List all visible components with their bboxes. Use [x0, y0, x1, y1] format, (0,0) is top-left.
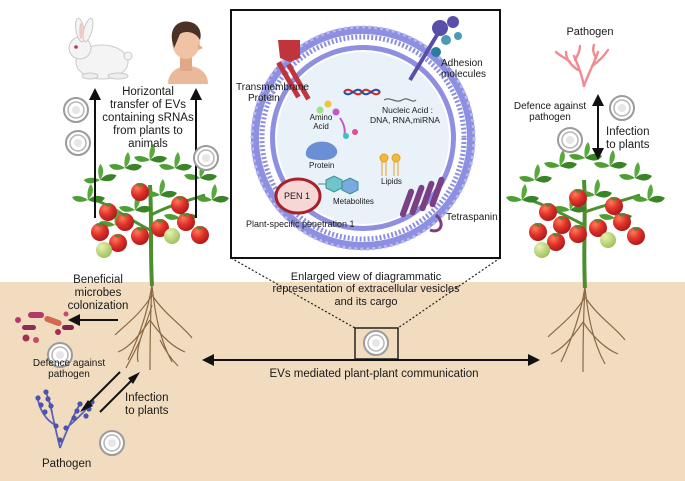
label-line: DNA, RNA,miRNA: [370, 114, 440, 125]
rabbit-illustration: [68, 17, 133, 80]
label-line: molecules: [441, 69, 487, 81]
label-pathogen-left: Pathogen: [42, 458, 92, 470]
label-defence-left: Defence against pathogen: [26, 358, 112, 380]
label-line: Nucleic Acid :: [382, 105, 434, 115]
pathogen-left-spores: [35, 389, 95, 443]
label-line: animals: [128, 137, 168, 150]
rna-strand: [383, 98, 417, 102]
label-enlarged-view: Enlarged view of diagrammatic representa…: [266, 271, 466, 308]
label-metabolites: Metabolites: [333, 197, 374, 206]
ev-small: [65, 130, 91, 156]
label-line: Beneficial: [73, 274, 123, 286]
label-line: Horizontal: [122, 86, 174, 98]
pen1-icon: [274, 177, 322, 215]
label-line: Amino: [309, 113, 333, 122]
label-line: Adhesion: [441, 58, 483, 69]
lipids-icon: [379, 153, 401, 176]
right-tomato-plant: [506, 142, 665, 373]
label-line: Infection: [606, 126, 650, 138]
arrow-to-microbes: [68, 314, 118, 326]
label-line: and its cargo: [334, 295, 398, 308]
label-infection-right: Infection to plants: [606, 126, 649, 152]
label-line: colonization: [67, 299, 129, 312]
tetraspanin: [399, 176, 445, 233]
label-line: Defence against: [513, 101, 587, 112]
label-line: microbes: [74, 286, 122, 299]
label-line: from plants to: [113, 124, 183, 137]
ev-small: [609, 95, 635, 121]
label-defence-right: Defence against pathogen: [506, 101, 594, 123]
label-infection-left: Infection to plants: [125, 392, 168, 418]
label-beneficial: Beneficial microbes colonization: [50, 274, 146, 313]
label-tetraspanin: Tetraspanin: [446, 212, 498, 223]
transmembrane-protein: [276, 40, 311, 101]
label-protein: Protein: [309, 161, 335, 170]
dna-icon: [343, 88, 381, 96]
pathogen-right-illustration: [554, 43, 610, 88]
label-plant-specific: Plant-specific penetration 1: [246, 219, 355, 229]
label-adhesion: Adhesion molecules: [441, 58, 486, 80]
human-illustration: [168, 21, 208, 84]
label-line: to plants: [125, 404, 169, 417]
ev-soil: [363, 330, 389, 356]
adhesion-molecule: [408, 16, 462, 82]
label-transmembrane: Transmembrane Protein: [236, 82, 309, 104]
ev-small: [63, 97, 89, 123]
amino-acid-icon: [316, 100, 358, 139]
ev-small: [557, 127, 583, 153]
label-line: Protein: [248, 93, 280, 105]
label-communication: EVs mediated plant-plant communication: [269, 368, 479, 380]
ev-small: [99, 430, 125, 456]
arrows-right-pathogen: [592, 94, 604, 160]
label-pathogen-right: Pathogen: [566, 26, 614, 38]
label-line: Infection: [125, 392, 169, 404]
label-line: Acid: [313, 121, 329, 131]
communication-arrow: [202, 354, 540, 366]
label-line: representation of extracellular vesicles: [272, 283, 460, 296]
label-line: pathogen: [529, 112, 571, 124]
label-line: containing sRNAs: [102, 111, 194, 124]
label-horizontal-transfer: Horizontal transfer of EVs containing sR…: [98, 86, 198, 150]
protein-icon: [305, 141, 338, 160]
label-lipids: Lipids: [381, 177, 402, 186]
label-line: Enlarged view of diagrammatic: [290, 271, 442, 283]
label-amino: Amino Acid: [306, 113, 336, 132]
label-nucleic: Nucleic Acid : DNA, RNA,miRNA: [370, 105, 440, 125]
label-line: to plants: [606, 138, 650, 151]
ev-zoom-connector: [230, 257, 501, 329]
arrows-left-pathogen: [80, 371, 140, 413]
label-pen1: PEN 1: [284, 191, 311, 201]
label-line: Transmembrane: [236, 82, 309, 93]
label-line: transfer of EVs: [109, 98, 187, 111]
label-line: pathogen: [48, 369, 90, 381]
microbes-illustration: [15, 311, 74, 343]
label-line: Defence against: [32, 358, 106, 369]
left-tomato-plant: [72, 144, 229, 371]
metabolites-icon: [318, 175, 359, 195]
